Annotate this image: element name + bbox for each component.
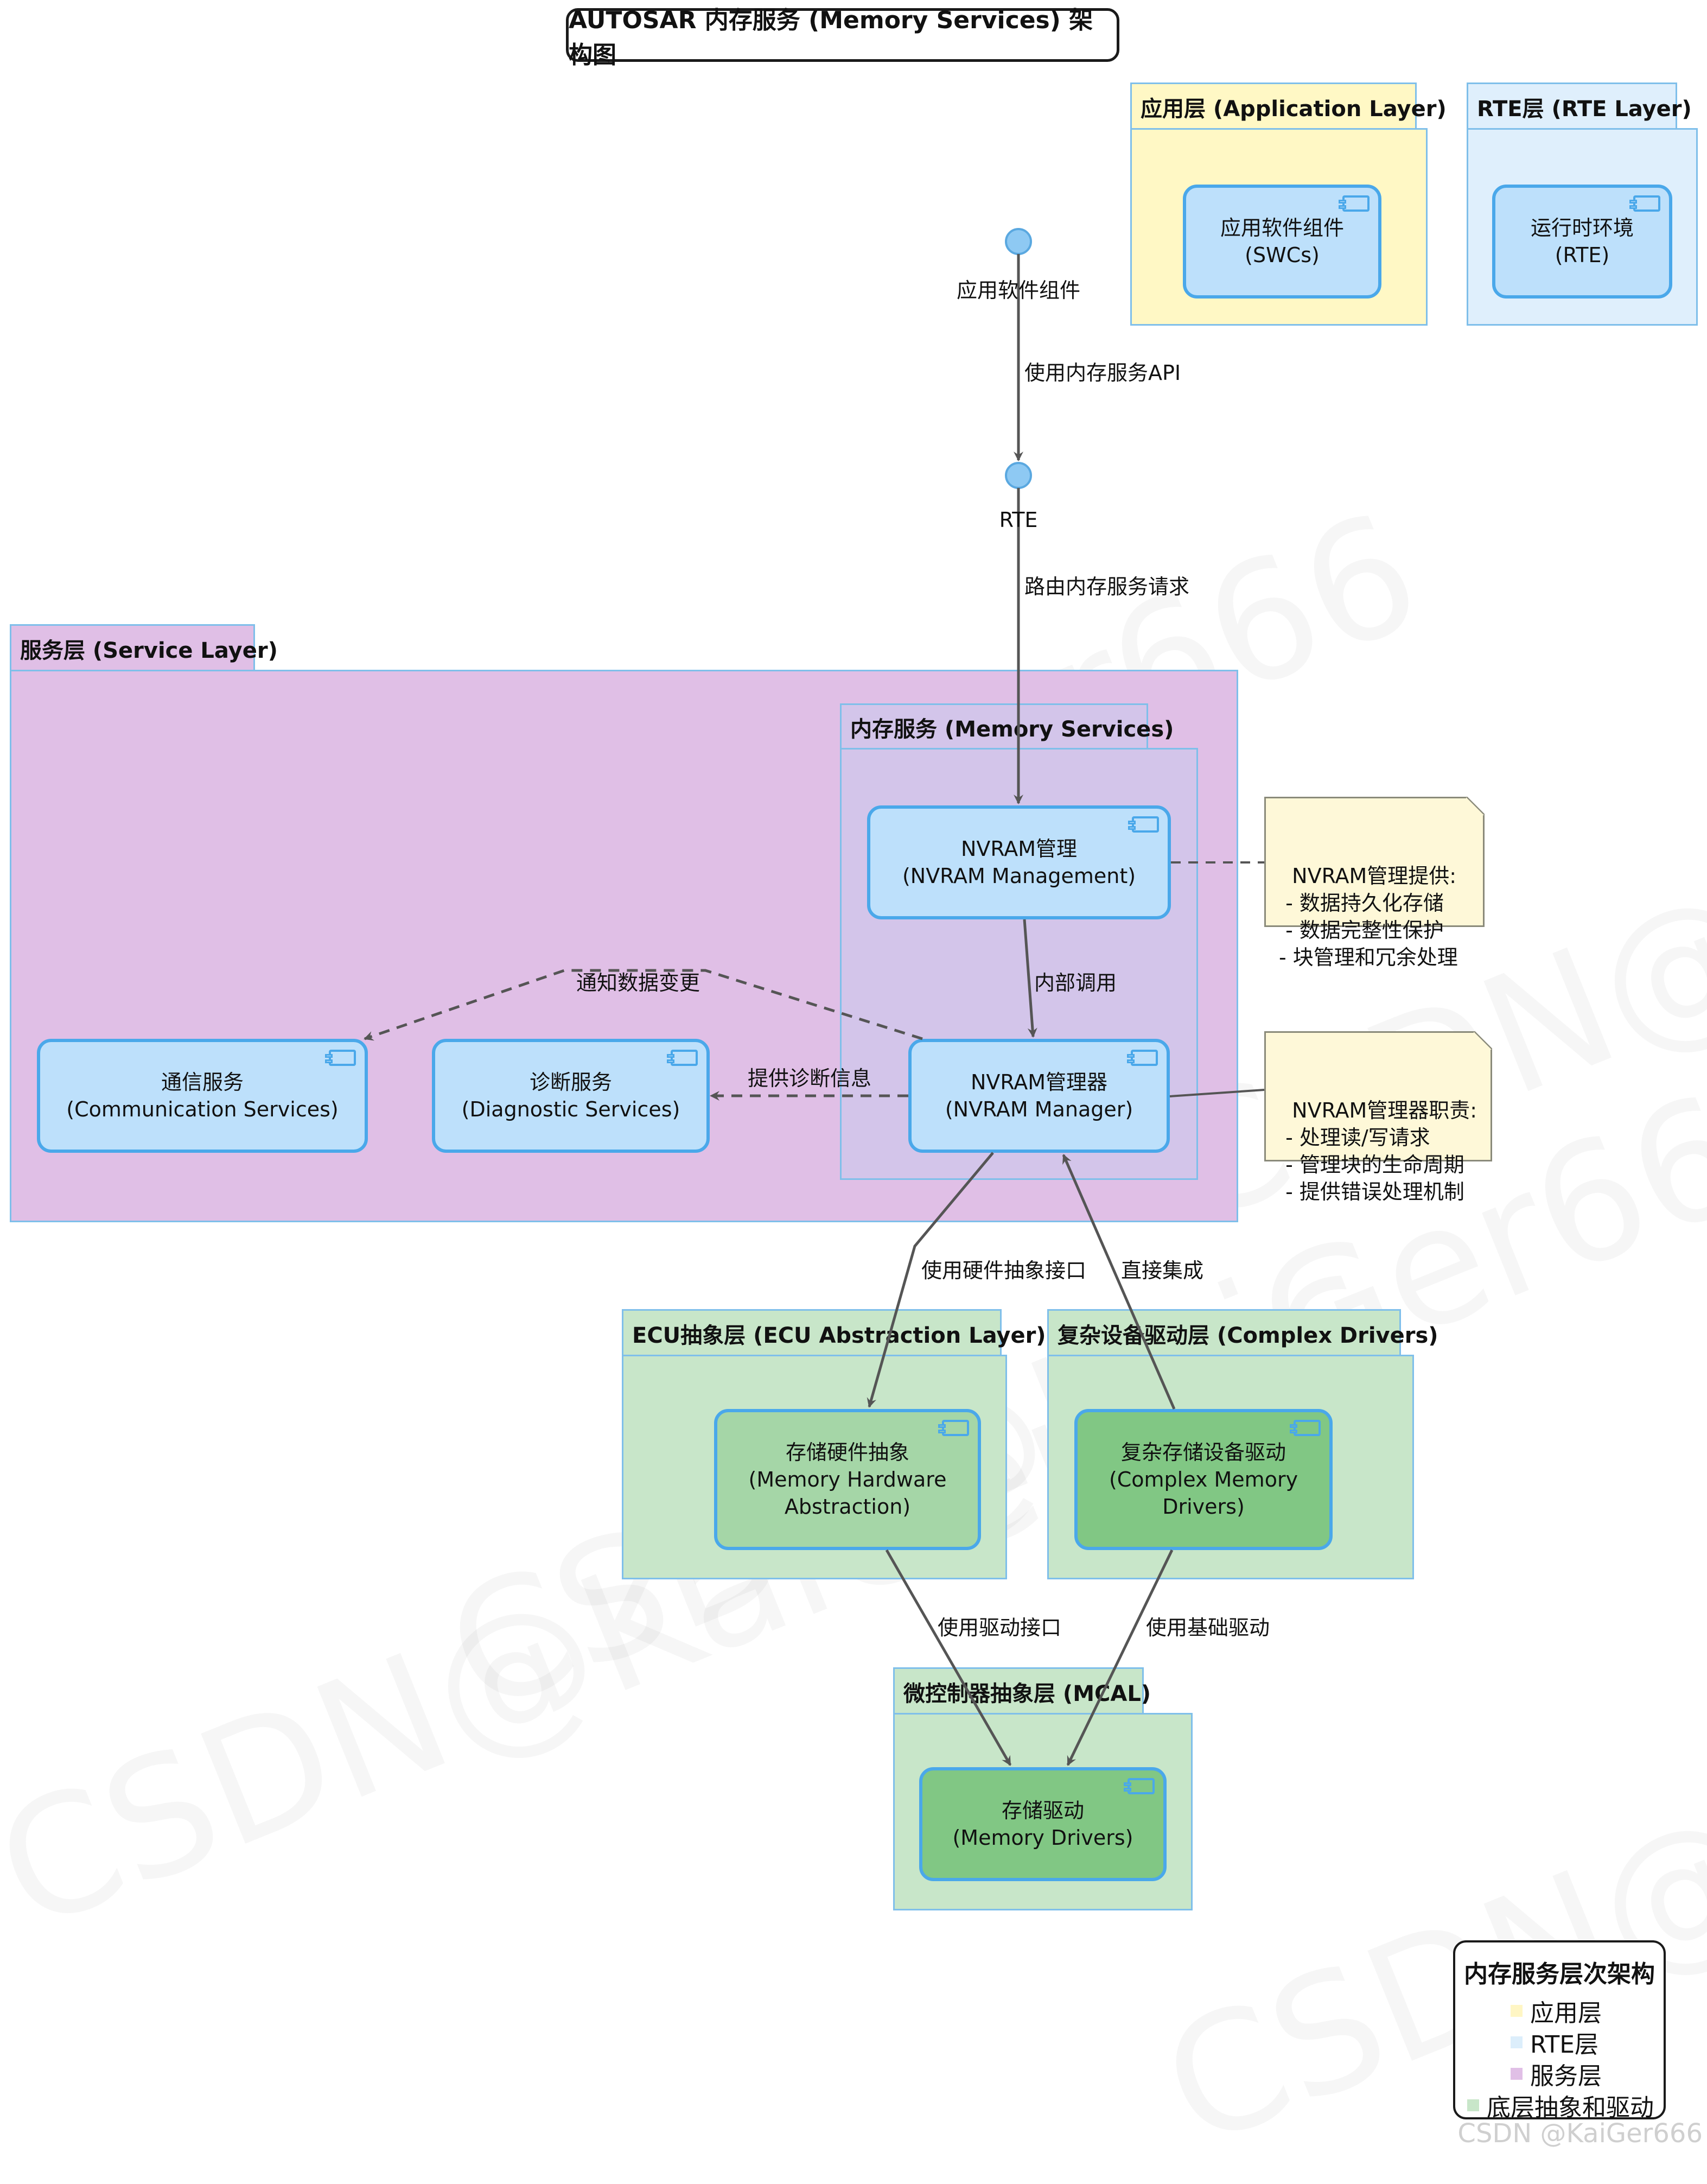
edge-label-direct: 直接集成 <box>1121 1259 1204 1283</box>
component-icon <box>938 1420 969 1436</box>
component-label: 诊断服务 <box>529 1070 612 1094</box>
package-tab-ecu-abstraction: ECU抽象层 (ECU Abstraction Layer) <box>622 1309 1046 1356</box>
component-label: Drivers) <box>1162 1495 1245 1519</box>
edge-label-api: 使用内存服务API <box>1024 361 1181 385</box>
component-rte[interactable]: 运行时环境 (RTE) <box>1492 185 1672 299</box>
edge-label-hwif: 使用硬件抽象接口 <box>921 1259 1087 1283</box>
component-icon <box>1124 1778 1155 1794</box>
component-icon <box>1127 1050 1158 1066</box>
component-label: 复杂存储设备驱动 <box>1120 1440 1286 1464</box>
package-tab-rte: RTE层 (RTE Layer) <box>1467 82 1692 129</box>
component-label: (Memory Drivers) <box>952 1826 1133 1850</box>
package-tab-mcal: 微控制器抽象层 (MCAL) <box>893 1667 1151 1714</box>
component-icon <box>1128 816 1159 833</box>
interface-swc-circle[interactable] <box>1005 228 1032 255</box>
component-label: (SWCs) <box>1245 243 1320 267</box>
interface-rte-circle[interactable] <box>1005 462 1032 489</box>
component-memory-drivers[interactable]: 存储驱动 (Memory Drivers) <box>919 1767 1167 1881</box>
legend-item: 底层抽象和驱动 <box>1467 2088 1654 2123</box>
legend-label: 底层抽象和驱动 <box>1487 2094 1654 2122</box>
component-icon <box>325 1050 356 1066</box>
component-label: (Complex Memory <box>1109 1468 1298 1491</box>
note-fold <box>1466 797 1485 815</box>
component-label: (Diagnostic Services) <box>461 1097 680 1121</box>
edge-basedrv <box>1066 1549 1174 1766</box>
package-tab-memory-services: 内存服务 (Memory Services) <box>840 703 1174 749</box>
component-label: (RTE) <box>1555 243 1610 267</box>
package-tab-complex-drivers: 复杂设备驱动层 (Complex Drivers) <box>1047 1309 1438 1356</box>
component-label: Abstraction) <box>784 1495 911 1519</box>
component-label: 应用软件组件 <box>1220 216 1344 240</box>
component-label: (Communication Services) <box>66 1097 339 1121</box>
note-text: NVRAM管理提供: - 数据持久化存储 - 数据完整性保护 - 块管理和冗余处… <box>1279 864 1458 969</box>
legend-label: RTE层 <box>1530 2031 1599 2059</box>
diagram-title: AUTOSAR 内存服务 (Memory Services) 架构图 <box>566 7 1119 69</box>
edge-hwif <box>867 1152 994 1408</box>
edge-direct <box>1062 1154 1176 1410</box>
legend-item: 服务层 <box>1511 2056 1602 2091</box>
legend-item: 应用层 <box>1511 1993 1602 2028</box>
legend-label: 服务层 <box>1530 2062 1602 2090</box>
edge-label-basedrv: 使用基础驱动 <box>1146 1616 1270 1640</box>
component-label: (NVRAM Management) <box>902 864 1136 888</box>
legend-swatch <box>1511 2068 1523 2080</box>
edge-internal <box>1023 919 1037 1038</box>
component-label: (NVRAM Manager) <box>945 1097 1133 1121</box>
edge-label-diag: 提供诊断信息 <box>748 1066 872 1090</box>
component-swcs[interactable]: 应用软件组件 (SWCs) <box>1183 185 1381 299</box>
edge-label-internal: 内部调用 <box>1034 971 1117 995</box>
interface-rte-label: RTE <box>999 508 1038 532</box>
legend-label: 应用层 <box>1530 1999 1602 2027</box>
component-icon <box>667 1050 698 1066</box>
edge-drvif <box>885 1549 1012 1766</box>
component-nvram-management[interactable]: NVRAM管理 (NVRAM Management) <box>867 805 1171 919</box>
legend-swatch <box>1467 2099 1479 2111</box>
edge-label-drvif: 使用驱动接口 <box>938 1616 1062 1640</box>
component-label: NVRAM管理器 <box>970 1070 1108 1094</box>
legend-item: RTE层 <box>1511 2025 1598 2060</box>
component-label: 通信服务 <box>161 1070 244 1094</box>
component-label: 存储驱动 <box>1001 1799 1084 1823</box>
component-label: 运行时环境 <box>1530 216 1634 240</box>
footer-watermark: CSDN @KaiGer666 <box>1457 2118 1703 2149</box>
interface-swc-label: 应用软件组件 <box>956 278 1081 302</box>
note-fold <box>1474 1031 1492 1050</box>
note-nvram-manager: NVRAM管理器职责: - 处理读/写请求 - 管理块的生命周期 - 提供错误处… <box>1264 1031 1492 1204</box>
component-icon <box>1629 195 1660 212</box>
note-nvram-management: NVRAM管理提供: - 数据持久化存储 - 数据完整性保护 - 块管理和冗余处… <box>1264 797 1485 969</box>
component-icon <box>1290 1420 1321 1436</box>
legend-swatch <box>1511 2036 1523 2048</box>
component-label: NVRAM管理 <box>960 837 1078 861</box>
component-diagnostic-services[interactable]: 诊断服务 (Diagnostic Services) <box>432 1039 710 1153</box>
note-text: NVRAM管理器职责: - 处理读/写请求 - 管理块的生命周期 - 提供错误处… <box>1285 1099 1477 1204</box>
legend-swatch <box>1511 2005 1523 2017</box>
component-label: 存储硬件抽象 <box>785 1440 909 1464</box>
package-tab-application: 应用层 (Application Layer) <box>1130 82 1447 129</box>
edge-label-route: 路由内存服务请求 <box>1024 575 1190 599</box>
edge-notify <box>364 969 923 1041</box>
component-complex-memory-drivers[interactable]: 复杂存储设备驱动 (Complex Memory Drivers) <box>1074 1409 1333 1550</box>
component-icon <box>1339 195 1370 212</box>
edge-label-notify: 通知数据变更 <box>576 971 700 995</box>
component-communication-services[interactable]: 通信服务 (Communication Services) <box>37 1039 368 1153</box>
legend-title: 内存服务层次架构 <box>1464 1960 1655 1988</box>
component-label: (Memory Hardware <box>748 1468 947 1491</box>
note-link <box>1169 1089 1265 1097</box>
component-nvram-manager[interactable]: NVRAM管理器 (NVRAM Manager) <box>908 1039 1170 1153</box>
legend: 内存服务层次架构 应用层 RTE层 服务层 底层抽象和驱动 <box>1453 1940 1666 2122</box>
package-tab-service: 服务层 (Service Layer) <box>10 624 278 671</box>
component-memory-hardware-abstraction[interactable]: 存储硬件抽象 (Memory Hardware Abstraction) <box>714 1409 981 1550</box>
